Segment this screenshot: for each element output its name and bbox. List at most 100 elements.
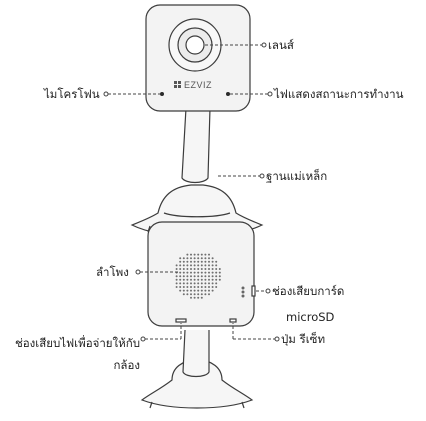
speaker-hole [208,278,210,281]
speaker-hole [182,264,185,267]
speaker-hole [197,257,200,260]
speaker-hole [179,260,182,263]
speaker-hole [208,264,210,267]
speaker-grille [175,253,221,299]
speaker-hole [186,260,189,263]
speaker-hole [175,275,178,278]
speaker-hole [186,271,189,274]
speaker-hole [182,289,185,292]
speaker-hole [200,253,203,256]
speaker-hole [197,289,200,292]
speaker-hole [200,296,203,299]
speaker-hole [193,271,196,274]
speaker-hole [193,268,196,270]
speaker-hole [215,260,218,263]
speaker-hole [186,257,189,260]
microsd-slot-label-line1: ช่องเสียบการ์ด [272,284,345,298]
speaker-hole [179,264,182,267]
speaker-hole [190,286,192,288]
speaker-hole [204,275,207,278]
speaker-hole [197,286,200,288]
speaker-hole [179,275,182,278]
speaker-hole [215,264,218,267]
speaker-hole [197,278,200,281]
reset-button-label: ปุ่ม รีเซ็ท [281,332,326,346]
speaker-hole [200,271,203,274]
speaker-hole [179,257,182,260]
back-leader-endpoints [135,269,280,342]
speaker-hole [200,275,203,278]
speaker-hole [186,289,189,292]
speaker-hole [204,289,207,292]
speaker-hole [197,268,200,270]
speaker-hole [190,282,192,285]
speaker-hole [211,268,214,270]
speaker-hole [175,268,178,270]
brand-logo-mark [174,81,181,88]
speaker-hole [197,296,200,299]
speaker-hole [208,282,210,285]
speaker-hole [208,257,210,260]
speaker-hole [204,286,207,288]
speaker-hole [193,253,196,256]
speaker-hole [193,296,196,299]
speaker-hole [190,293,192,296]
back-camera-body [147,221,255,327]
speaker-hole [204,282,207,285]
speaker-hole [186,282,189,285]
speaker-hole [175,278,178,281]
speaker-hole [211,282,214,285]
speaker-hole [193,264,196,267]
microphone-label: ไมโครโฟน [44,87,100,101]
speaker-hole [197,282,200,285]
lens-glass [185,35,205,55]
speaker-hole [193,289,196,292]
status-led [226,92,230,96]
speaker-hole [179,268,182,270]
speaker-hole [190,271,192,274]
brand-logo-text: EZVIZ [184,80,212,90]
speaker-hole [211,264,214,267]
speaker-hole [200,257,203,260]
speaker-hole [208,286,210,288]
speaker-hole [190,253,192,256]
speaker-hole [175,286,178,288]
speaker-hole [197,264,200,267]
speaker-hole [197,260,200,263]
speaker-hole [208,268,210,270]
speaker-hole [190,296,192,299]
speaker-hole [215,282,218,285]
speaker-hole [186,286,189,288]
speaker-hole [182,282,185,285]
speaker-hole [186,293,189,296]
speaker-hole [175,264,178,267]
speaker-hole [190,264,192,267]
speaker-hole [193,286,196,288]
speaker-hole [182,278,185,281]
speaker-hole [218,275,221,278]
magnetic-base-label: ฐานแม่เหล็ก [266,169,328,183]
speaker-hole [186,253,189,256]
speaker-hole [200,260,203,263]
speaker-hole [197,275,200,278]
speaker-hole [193,260,196,263]
front-view: EZVIZ [130,4,264,237]
speaker-hole [193,293,196,296]
speaker-hole [200,278,203,281]
speaker-hole [190,275,192,278]
speaker-hole [208,271,210,274]
speaker-hole [204,260,207,263]
speaker-hole [182,271,185,274]
speaker-hole [200,289,203,292]
speaker-hole [204,257,207,260]
speaker-hole [208,289,210,292]
speaker-hole [182,275,185,278]
speaker-hole [215,268,218,270]
speaker-hole [208,293,210,296]
status-indicator-label: ไฟแสดงสถานะการทำงาน [274,87,404,101]
speaker-hole [200,282,203,285]
speaker-hole [186,268,189,270]
speaker-hole [211,271,214,274]
speaker-hole [193,278,196,281]
